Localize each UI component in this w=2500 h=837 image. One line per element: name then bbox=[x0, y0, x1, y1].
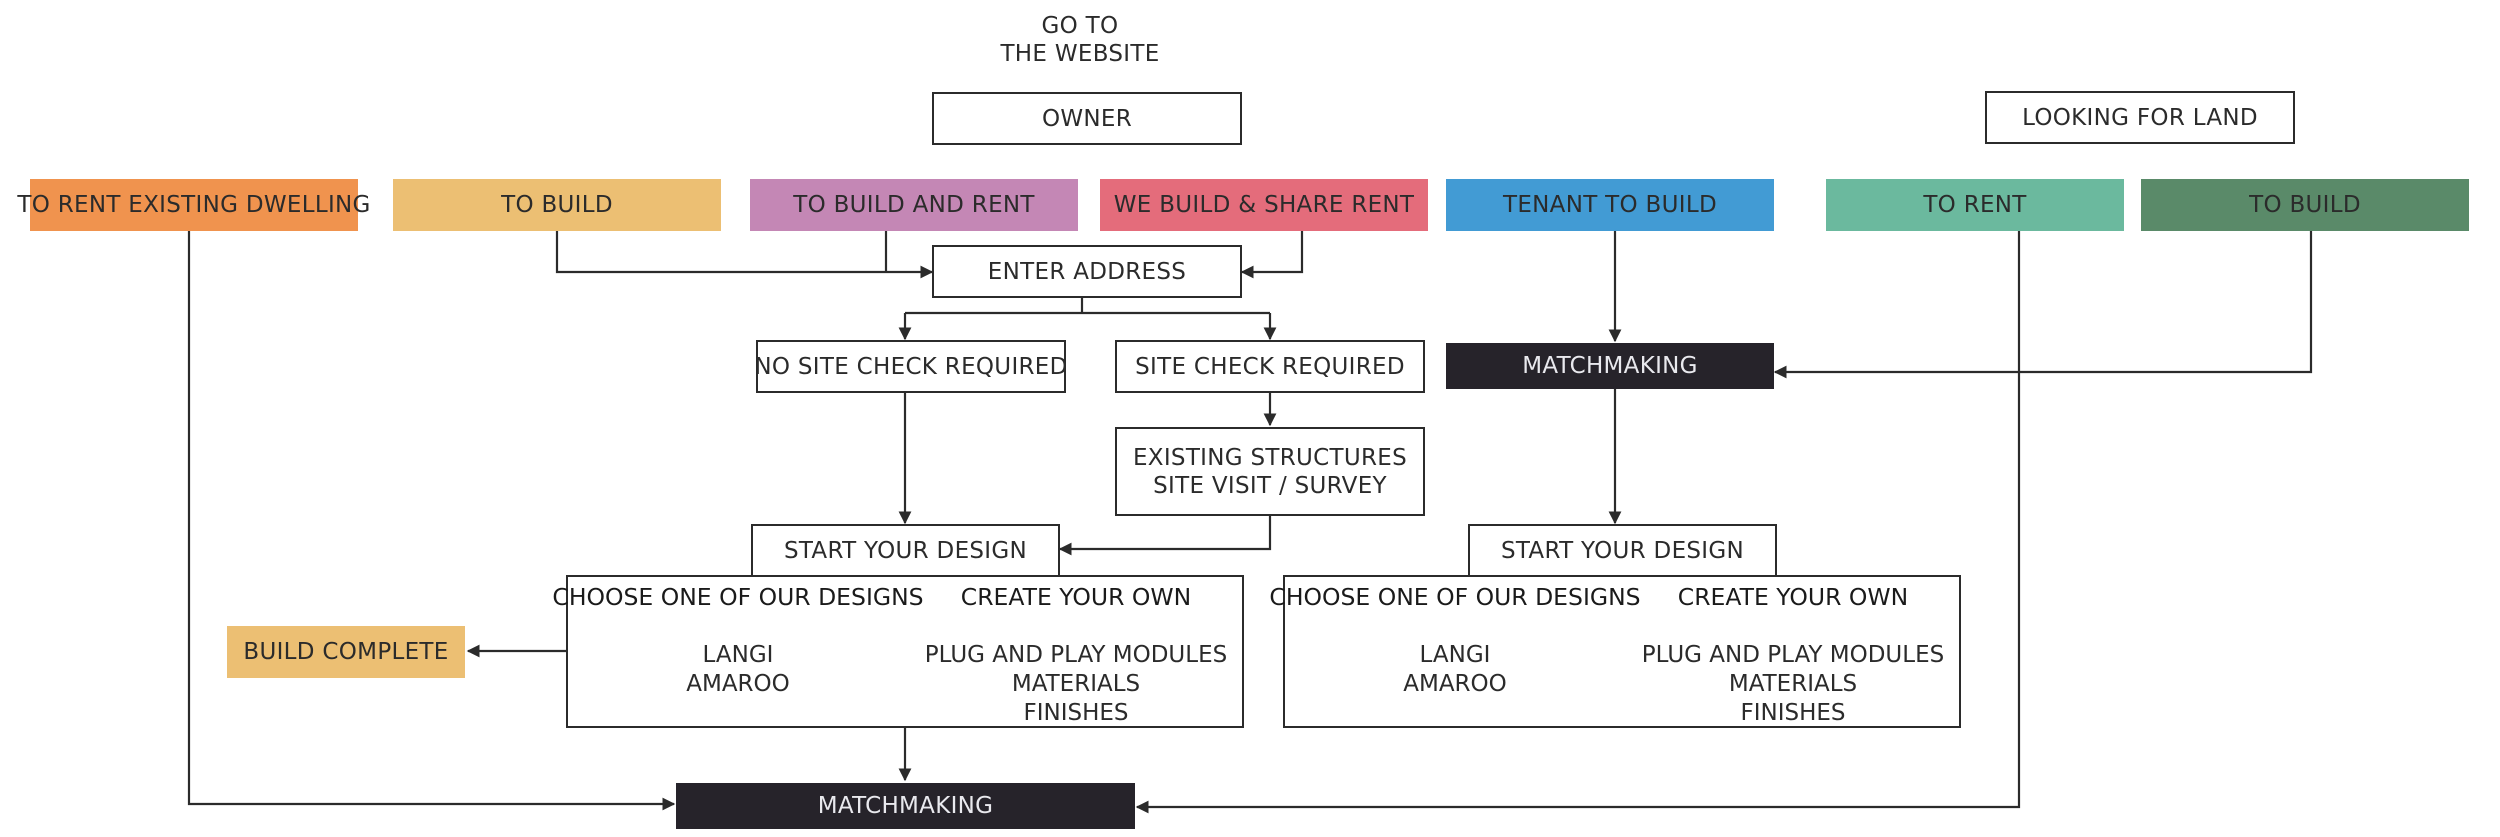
edge-existing-dwelling-matchmaking bbox=[187, 231, 676, 811]
design-option-langi: LANGI bbox=[1419, 642, 1491, 668]
create-option-finishes: FINISHES bbox=[1023, 700, 1129, 726]
create-own-column: CREATE YOUR OWN PLUG AND PLAY MODULES MA… bbox=[908, 577, 1244, 726]
start-design-right-box: START YOUR DESIGN bbox=[1468, 524, 1777, 577]
site-visit-label: SITE VISIT / SURVEY bbox=[1153, 472, 1387, 499]
category-we-build-share-rent: WE BUILD & SHARE RENT bbox=[1100, 179, 1428, 231]
create-own-column: CREATE YOUR OWN PLUG AND PLAY MODULES MA… bbox=[1625, 577, 1961, 726]
category-tenant-to-build: TENANT TO BUILD bbox=[1446, 179, 1774, 231]
matchmaking-bottom-box: MATCHMAKING bbox=[676, 783, 1135, 829]
matchmaking-top-box: MATCHMAKING bbox=[1446, 343, 1774, 389]
website-heading-line2: THE WEBSITE bbox=[1000, 41, 1160, 67]
design-option-amaroo: AMAROO bbox=[686, 671, 790, 697]
website-heading: GO TO THE WEBSITE bbox=[980, 10, 1180, 70]
create-option-materials: MATERIALS bbox=[1728, 671, 1858, 697]
no-site-check-box: NO SITE CHECK REQUIRED bbox=[754, 340, 1067, 393]
create-option-finishes: FINISHES bbox=[1740, 700, 1846, 726]
existing-structures-label: EXISTING STRUCTURES bbox=[1132, 444, 1408, 471]
category-to-rent-existing-dwelling: TO RENT EXISTING DWELLING bbox=[17, 179, 370, 231]
design-options-panel-left: CHOOSE ONE OF OUR DESIGNS LANGI AMAROO C… bbox=[552, 575, 1244, 728]
website-heading-line1: GO TO bbox=[1041, 13, 1119, 39]
design-options-panel-right: CHOOSE ONE OF OUR DESIGNS LANGI AMAROO C… bbox=[1269, 575, 1961, 728]
build-complete-box: BUILD COMPLETE bbox=[227, 626, 465, 678]
category-to-build: TO BUILD bbox=[393, 179, 721, 231]
edge-right-build-matchmaking bbox=[1773, 231, 2313, 379]
enter-address-box: ENTER ADDRESS bbox=[932, 245, 1242, 298]
start-design-left-box: START YOUR DESIGN bbox=[751, 524, 1060, 577]
edge-to-rent-matchmaking bbox=[1135, 231, 2021, 814]
edge-share-rent-enter-address bbox=[1240, 231, 1304, 279]
design-option-langi: LANGI bbox=[702, 642, 774, 668]
site-check-box: SITE CHECK REQUIRED bbox=[1115, 340, 1425, 393]
existing-structures-box: EXISTING STRUCTURES SITE VISIT / SURVEY bbox=[1115, 427, 1425, 516]
create-own-heading: CREATE YOUR OWN bbox=[1677, 583, 1909, 611]
edge-existing-start bbox=[1058, 516, 1272, 556]
create-option-modules: PLUG AND PLAY MODULES bbox=[924, 642, 1228, 668]
design-option-amaroo: AMAROO bbox=[1403, 671, 1507, 697]
create-option-modules: PLUG AND PLAY MODULES bbox=[1641, 642, 1945, 668]
choose-design-heading: CHOOSE ONE OF OUR DESIGNS bbox=[1269, 583, 1641, 611]
category-to-build-land: TO BUILD bbox=[2141, 179, 2469, 231]
edge-to-build-enter-address bbox=[555, 231, 934, 279]
create-option-materials: MATERIALS bbox=[1011, 671, 1141, 697]
looking-for-land-box: LOOKING FOR LAND bbox=[1985, 91, 2295, 144]
choose-design-column: CHOOSE ONE OF OUR DESIGNS LANGI AMAROO bbox=[1269, 577, 1640, 726]
choose-design-column: CHOOSE ONE OF OUR DESIGNS LANGI AMAROO bbox=[552, 577, 923, 726]
category-to-build-and-rent: TO BUILD AND RENT bbox=[750, 179, 1078, 231]
owner-box: OWNER bbox=[932, 92, 1242, 145]
category-to-rent: TO RENT bbox=[1826, 179, 2124, 231]
create-own-heading: CREATE YOUR OWN bbox=[960, 583, 1192, 611]
choose-design-heading: CHOOSE ONE OF OUR DESIGNS bbox=[552, 583, 924, 611]
